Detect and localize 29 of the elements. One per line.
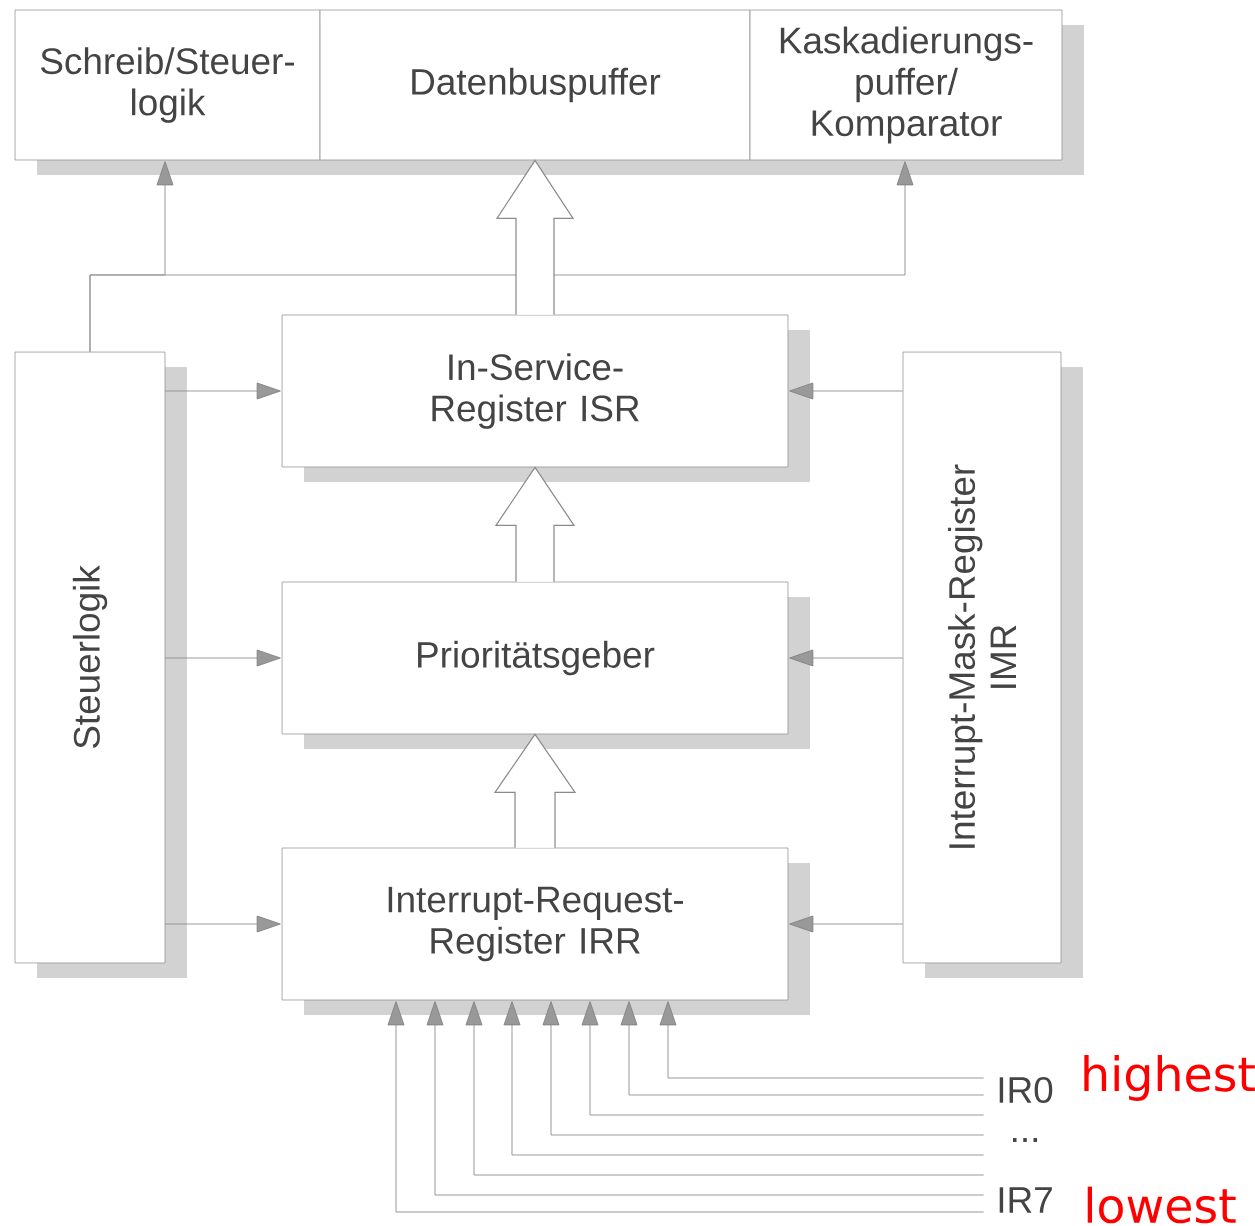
- register-box: In-Service-Register ISR: [281, 314, 789, 468]
- arrow: [789, 915, 904, 933]
- input-label: ...: [1013, 1138, 1038, 1142]
- block-box: Schreib/Steuer- logik: [14, 9, 321, 161]
- arrow: [164, 915, 281, 933]
- block-arrow: [493, 733, 577, 849]
- arrow: [89, 161, 914, 353]
- arrow: [620, 1001, 985, 1096]
- arrow: [465, 1001, 985, 1176]
- register-box: Prioritätsgeber: [281, 581, 789, 735]
- block-box: Kaskadierungs- puffer/ Komparator: [749, 9, 1063, 161]
- arrow: [503, 1001, 985, 1156]
- register-box: Interrupt-Request- Register IRR: [281, 847, 789, 1001]
- block-arrow: [495, 159, 575, 316]
- block-box: Datenbuspuffer: [319, 9, 751, 161]
- block-box: Steuerlogik: [14, 351, 166, 964]
- input-label: IR0: [999, 1076, 1053, 1104]
- arrow: [164, 649, 281, 667]
- input-label: IR7: [999, 1187, 1052, 1213]
- block-arrow: [494, 466, 576, 583]
- arrow: [581, 1001, 985, 1116]
- arrow: [789, 382, 904, 400]
- arrow: [789, 649, 904, 667]
- arrow: [659, 1001, 985, 1079]
- priority-label: highest: [1084, 1055, 1255, 1101]
- arrow: [542, 1001, 985, 1136]
- block-box: Interrupt-Mask-Register IMR: [902, 351, 1062, 964]
- priority-label: lowest: [1087, 1186, 1236, 1224]
- arrow: [164, 382, 281, 400]
